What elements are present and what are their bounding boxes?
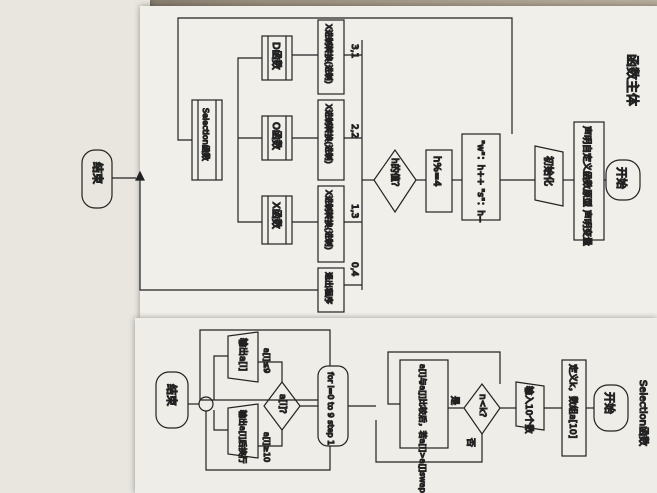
case0-label: 退出程序: [324, 272, 334, 304]
branch-label-2: 2,2: [349, 124, 359, 138]
background-sheet: [0, 0, 150, 493]
output2-label: 输出a[i]后换行: [238, 410, 248, 463]
merge-node: [198, 396, 214, 412]
cond-no: 否: [465, 438, 476, 447]
for-label: for i=0 to 9 step 1: [326, 372, 335, 445]
sel-end-label: 结束: [165, 384, 178, 406]
init-box: [534, 145, 564, 207]
case3-label: X进制转换(进制): [324, 24, 334, 84]
main-title: 函数主体: [624, 54, 639, 106]
declare-box: [573, 121, 605, 241]
func-d-label: D函数: [270, 42, 283, 70]
cond-exit: [375, 420, 483, 463]
loop-update-label: "w"：h++ "s"：h--: [475, 140, 485, 222]
loop-back-line: [177, 17, 513, 141]
selection-title: Selection函数: [637, 380, 650, 446]
branch-label-1: 1,3: [349, 204, 359, 218]
decision-label: h的值？: [389, 158, 401, 191]
selection-flowchart-sheet: [135, 318, 657, 493]
input-box: [515, 381, 545, 431]
mod-box: [425, 149, 453, 213]
lt-label: a[i]≤9: [262, 348, 271, 373]
declare-label: 声明自定义函数原型 声明变量: [581, 126, 593, 246]
case1-box: [317, 185, 345, 263]
define-label: 定义k，数组a[10]: [567, 364, 579, 438]
cond-label: n<k?: [477, 394, 487, 417]
ge-label: a[i]≥10: [262, 432, 271, 462]
output1-box: [227, 331, 259, 383]
main-flowchart-sheet: [140, 6, 657, 318]
cond-loop: [387, 351, 501, 405]
selection-flowchart: Selection函数 开始 定义k，数组a[10] 输入10个数 n<k? 否…: [155, 329, 651, 493]
case3-box: [317, 19, 345, 95]
output1-label: 输出a[i]: [237, 338, 249, 371]
end-label: 结束: [91, 162, 104, 184]
output2-box: [227, 403, 259, 459]
main-flowchart: 函数主体 开始 声明自定义函数原型 声明变量 初始化 "w"：h++ "s"：h…: [81, 17, 641, 313]
init-label: 初始化: [542, 156, 555, 186]
return-line: [237, 57, 262, 223]
cond2-label: a[i]?: [277, 394, 287, 414]
cond2-diamond: [263, 381, 301, 431]
input-label: 输入10个数: [523, 386, 535, 433]
case2-label: X进制转换(进制): [324, 104, 334, 164]
case1-label: X进制转换(进制): [324, 190, 334, 250]
start-label: 开始: [615, 167, 629, 189]
func-o-label: O函数: [270, 122, 283, 150]
exit-line: [139, 178, 318, 291]
branch-label-3: 3,1: [349, 44, 359, 58]
func-x-label: X函数: [270, 202, 283, 229]
func-x-box: [261, 195, 293, 245]
end-terminal: [81, 149, 113, 209]
mod-label: h%=4: [431, 156, 442, 187]
cond-yes: 是: [449, 396, 460, 405]
loop-update-box: [461, 133, 501, 221]
selection-label: Selection函数: [201, 108, 211, 161]
branch-label-0: 0,4: [349, 262, 359, 277]
sel-start-label: 开始: [603, 392, 617, 414]
case2-box: [317, 99, 345, 181]
sel-end-terminal: [155, 371, 189, 429]
compare-label: a[i]与a[j]比较后，若a[i]>a[j]swap: [418, 364, 428, 493]
